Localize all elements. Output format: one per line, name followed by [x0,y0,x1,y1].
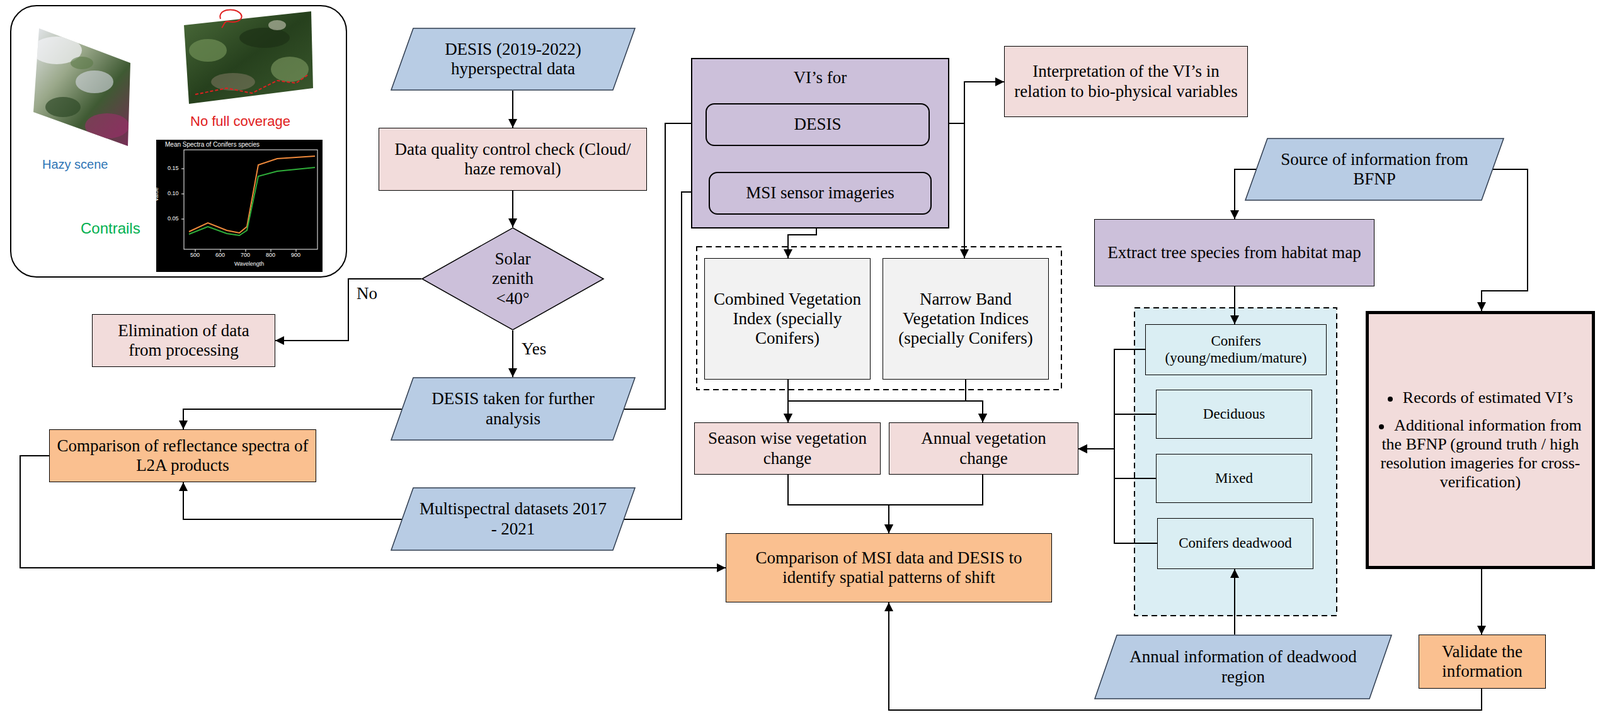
node-text: Interpretation of the VI’s in relation t… [1011,61,1241,101]
chart-label: 0.10 [167,190,179,197]
node-text: DESIS taken for further analysis [419,389,607,429]
connector [888,602,1482,711]
node-text: Conifers (young/medium/mature) [1152,333,1320,367]
process-box: Annual vegetation change [888,422,1079,475]
connector [1234,286,1236,325]
class-box: Deciduous [1155,389,1313,440]
node-text: Elimination of data from processing [99,321,268,361]
connector [1480,569,1483,635]
node-text: No full coverage [190,113,291,130]
process-box: Elimination of data from processing [91,314,276,368]
data-parallelogram: DESIS (2019-2022) hyperspectral data [390,27,636,91]
spectra-chart [156,139,323,273]
edge-label: Yes [520,340,548,360]
index-box: Combined Vegetation Index (specially Con… [704,258,871,380]
connector [183,409,402,430]
chart-label: Value [153,187,160,202]
connector [1234,569,1236,635]
node-text: Comparison of reflectance spectra of L2A… [56,436,309,476]
node-text: Hazy scene [42,157,109,172]
node-text: Deciduous [1163,406,1305,423]
records-box: Records of estimated VI’sAdditional info… [1365,311,1595,570]
node-text: Narrow Band Vegetation Indices (speciall… [890,289,1042,349]
node-text: Validate the information [1426,642,1539,682]
chart-label: 0.15 [167,165,179,172]
dashed-group [696,246,1062,390]
connector [788,379,966,423]
rounded-box: DESIS [705,103,930,147]
connector [512,330,514,378]
chart-label: 800 [265,252,276,259]
node-text: Data quality control check (Cloud/ haze … [386,139,640,179]
node-text: Records of estimated VI’s [1378,388,1583,408]
connector [1078,349,1146,450]
node-text: Additional information from the BFNP (gr… [1378,416,1583,492]
hazy-scene-image [31,28,131,147]
output-box: Comparison of reflectance spectra of L2A… [49,429,317,483]
data-parallelogram: DESIS taken for further analysis [390,377,636,441]
dashed-group [1134,308,1337,617]
connector [512,190,514,228]
node-text: Combined Vegetation Index (specially Con… [711,289,863,349]
process-box: Extract tree species from habitat map [1094,219,1375,287]
rounded-box: MSI sensor imageries [708,171,932,215]
class-box: Conifers deadwood [1157,518,1314,570]
chart-label: 0.05 [167,216,179,222]
node-text: Conifers deadwood [1164,535,1306,552]
edge-label: No [355,284,379,304]
node-text: Contrails [80,219,141,238]
class-box: Conifers (young/medium/mature) [1145,324,1327,376]
output-box: Validate the information [1418,634,1546,690]
chart-label: 500 [190,252,200,259]
partial-scene-image [183,9,314,104]
node-text: Season wise vegetation change [701,428,874,469]
node-text: Comparison of MSI data and DESIS to iden… [733,548,1045,588]
data-parallelogram: Annual information of deadwood region [1094,634,1393,700]
chart-label: 900 [291,252,301,259]
node-text: Mixed [1163,470,1305,487]
connector [275,279,422,341]
connector [1481,169,1528,312]
node-text: Annual vegetation change [896,428,1071,469]
chart-label: 600 [215,252,225,259]
node-text: Solar zenith <40° [473,249,553,309]
process-box: Season wise vegetation change [694,422,881,475]
chart-label: Wavelength [234,261,264,268]
class-box: Mixed [1155,454,1313,504]
connector [1078,414,1156,450]
decision-diamond: Solar zenith <40° [421,227,605,331]
node-text: Annual information of deadwood region [1123,647,1364,687]
node-text: Source of information from BFNP [1273,149,1476,189]
connector [512,90,514,128]
output-box: Comparison of MSI data and DESIS to iden… [725,533,1052,603]
node-text: DESIS [713,114,923,135]
chart-label: Mean Spectra of Conifers species [165,141,260,149]
node-text: Multispectral datasets 2017 - 2021 [419,499,607,539]
connector [788,474,889,534]
connector [888,474,983,534]
node-text: Extract tree species from habitat map [1101,243,1367,263]
connector [965,379,983,423]
process-box: Data quality control check (Cloud/ haze … [378,127,647,191]
data-parallelogram: Source of information from BFNP [1244,137,1505,201]
node-text: MSI sensor imageries [716,183,925,203]
connector [788,379,983,423]
connector [1078,449,1158,544]
process-box: Interpretation of the VI’s in relation t… [1004,45,1248,118]
node-text: DESIS (2019-2022) hyperspectral data [419,39,607,79]
node-text: VI’s for [698,68,942,88]
index-box: Narrow Band Vegetation Indices (speciall… [882,258,1049,380]
connector [183,482,402,520]
chart-label: 700 [240,252,251,259]
group-box: VI’s forDESIS MSI sensor imageries [691,57,950,229]
connector [1078,449,1156,479]
data-parallelogram: Multispectral datasets 2017 - 2021 [390,487,636,552]
